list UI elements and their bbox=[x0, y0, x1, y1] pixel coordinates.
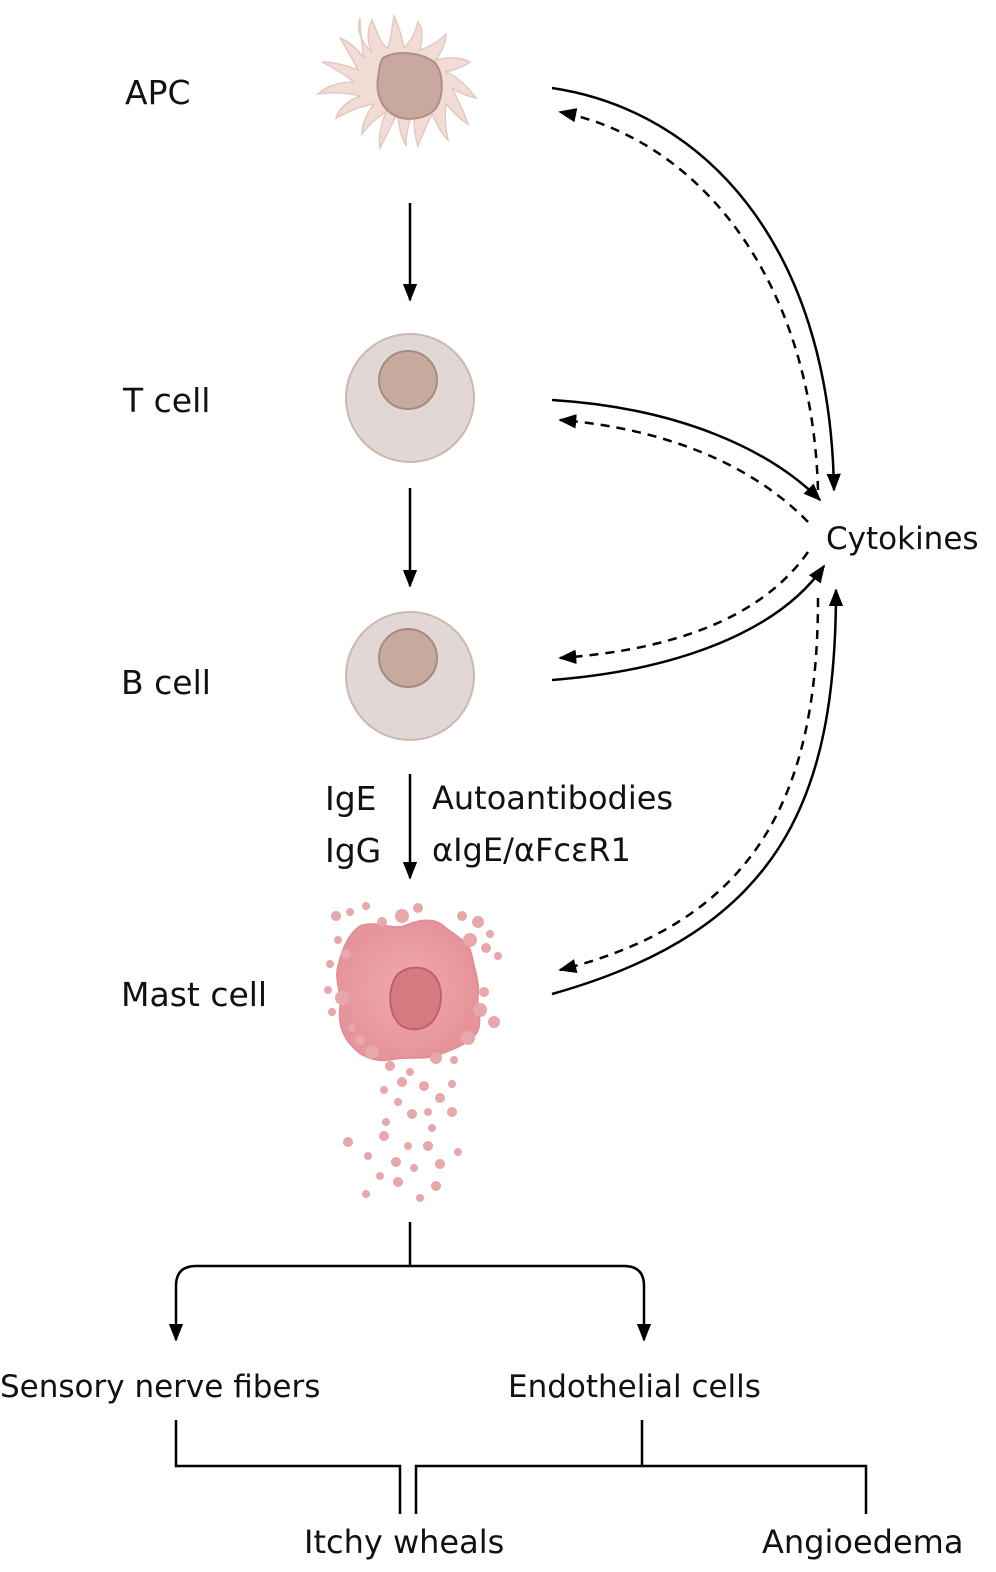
effector-tree bbox=[168, 1222, 868, 1514]
anti-ige-label: αIgE/αFcεR1 bbox=[432, 831, 631, 869]
granules bbox=[324, 902, 502, 1202]
b-cell-icon bbox=[345, 611, 475, 741]
t-to-cytokines-arrow bbox=[551, 398, 822, 502]
endothelial-to-angioedema-line bbox=[642, 1464, 868, 1514]
mast-cell-icon bbox=[324, 902, 502, 1202]
cytokines-to-apc-arrow bbox=[558, 108, 820, 491]
mast-to-cytokines-arrow bbox=[551, 588, 844, 996]
sensory-nerve-fibers-label: Sensory nerve fibers bbox=[0, 1369, 321, 1405]
to-endothelial-arrow bbox=[410, 1264, 652, 1342]
cytokine-arrows bbox=[551, 86, 844, 996]
apc-to-cytokines-arrow bbox=[551, 86, 841, 492]
itchy-wheals-label: Itchy wheals bbox=[304, 1523, 505, 1561]
b-to-cytokines-arrow bbox=[551, 564, 826, 682]
cytokines-to-mast-arrow bbox=[558, 597, 820, 974]
cytokines-label: Cytokines bbox=[826, 521, 979, 557]
t-cell-icon bbox=[345, 333, 475, 463]
apc-cell-icon bbox=[315, 13, 478, 151]
mast-cell-label: Mast cell bbox=[121, 975, 268, 1014]
sensory-to-wheals-line bbox=[174, 1420, 402, 1514]
ige-label: IgE bbox=[325, 779, 377, 818]
cytokines-to-b-arrow bbox=[558, 551, 810, 665]
cytokines-to-t-arrow bbox=[558, 414, 809, 523]
to-sensory-arrow bbox=[168, 1264, 410, 1342]
t-cell-label: T cell bbox=[123, 381, 211, 420]
b-cell-label: B cell bbox=[121, 663, 211, 702]
igg-label: IgG bbox=[325, 831, 382, 870]
angioedema-label: Angioedema bbox=[762, 1523, 964, 1561]
endothelial-cells-label: Endothelial cells bbox=[508, 1369, 761, 1405]
autoantibodies-label: Autoantibodies bbox=[432, 779, 674, 817]
endothelial-to-wheals-line bbox=[414, 1420, 644, 1514]
apc-label: APC bbox=[125, 73, 191, 112]
